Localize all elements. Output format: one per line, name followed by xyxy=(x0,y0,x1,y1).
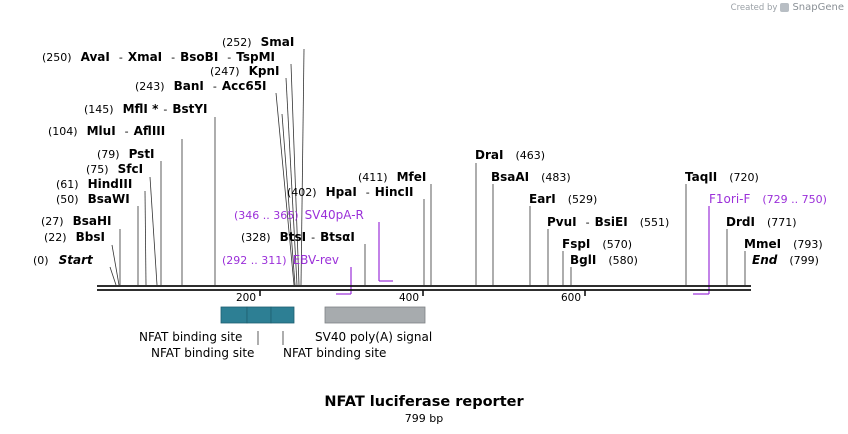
site-label[interactable]: (145)MflI *-BstYI xyxy=(84,102,208,116)
site-label[interactable]: (243)BanI-Acc65I xyxy=(135,79,267,93)
site-label[interactable]: (79)PstI xyxy=(97,147,155,161)
site-label[interactable]: (247)KpnI xyxy=(210,64,280,78)
snapgene-logo-icon xyxy=(780,3,790,12)
nfat-binding-site-box[interactable] xyxy=(246,306,272,324)
features: NFAT binding site NFAT binding site NFAT… xyxy=(139,306,432,360)
ruler-tick-label: 400 xyxy=(399,292,419,304)
map-title: NFAT luciferase reporter xyxy=(324,394,524,410)
site-labels: (0)Start (22)BbsI (27)BsaHI (50)BsaWI (6… xyxy=(33,35,823,267)
site-label[interactable]: PvuI-BsiEI(551) xyxy=(547,215,669,229)
credit-brand: SnapGene xyxy=(792,2,844,13)
ruler-tick-label: 200 xyxy=(236,292,256,304)
feature-label: NFAT binding site xyxy=(151,346,254,360)
site-label[interactable]: (104)MluI-AflIII xyxy=(48,124,165,138)
site-label[interactable]: (75)SfcI xyxy=(86,162,143,176)
sv40-polya-box[interactable] xyxy=(324,306,426,324)
credit-prefix: Created by xyxy=(730,2,778,13)
site-label[interactable]: EarI(529) xyxy=(529,192,597,206)
site-label[interactable]: TaqII(720) xyxy=(685,170,759,184)
site-label[interactable]: (250)AvaI-XmaI-BsoBI-TspMI xyxy=(42,50,275,64)
primer-labels: (292 .. 311)EBV-rev (346 .. 365)SV40pA-R… xyxy=(222,192,827,267)
ruler-tick-label: 600 xyxy=(561,292,581,304)
feature-label: NFAT binding site xyxy=(139,330,242,344)
site-label[interactable]: FspI(570) xyxy=(562,237,632,251)
nfat-binding-site-box[interactable] xyxy=(270,306,295,324)
site-label[interactable]: (252)SmaI xyxy=(222,35,294,49)
map-length: 799 bp xyxy=(404,412,444,425)
feature-label: NFAT binding site xyxy=(283,346,386,360)
dna-backbone xyxy=(97,285,751,291)
primer-label[interactable]: (292 .. 311)EBV-rev xyxy=(222,253,339,267)
ruler: 200 400 600 xyxy=(236,290,586,304)
site-label[interactable]: (22)BbsI xyxy=(44,230,105,244)
site-label[interactable]: DrdI(771) xyxy=(726,215,797,229)
feature-label: SV40 poly(A) signal xyxy=(315,330,432,344)
site-label[interactable]: BglI(580) xyxy=(570,253,638,267)
nfat-binding-site-box[interactable] xyxy=(220,306,248,324)
site-label[interactable]: End(799) xyxy=(752,253,819,267)
site-label[interactable]: (402)HpaI-HincII xyxy=(287,185,414,199)
leader-lines xyxy=(109,48,746,286)
site-label[interactable]: MmeI(793) xyxy=(744,237,823,251)
site-label[interactable]: (50)BsaWI xyxy=(56,192,130,206)
site-label[interactable]: (61)HindIII xyxy=(56,177,132,191)
primer-label[interactable]: F1ori-F(729 .. 750) xyxy=(709,192,827,206)
primer-label[interactable]: (346 .. 365)SV40pA-R xyxy=(234,208,364,222)
site-label[interactable]: (328)BtsI-BtsαI xyxy=(241,230,355,244)
snapgene-credit: Created by SnapGene xyxy=(731,2,844,13)
site-label[interactable]: (27)BsaHI xyxy=(41,214,112,228)
site-label[interactable]: (0)Start xyxy=(33,253,94,267)
site-label[interactable]: DraI(463) xyxy=(475,148,545,162)
site-label[interactable]: BsaAI(483) xyxy=(491,170,571,184)
site-label[interactable]: (411)MfeI xyxy=(358,170,426,184)
